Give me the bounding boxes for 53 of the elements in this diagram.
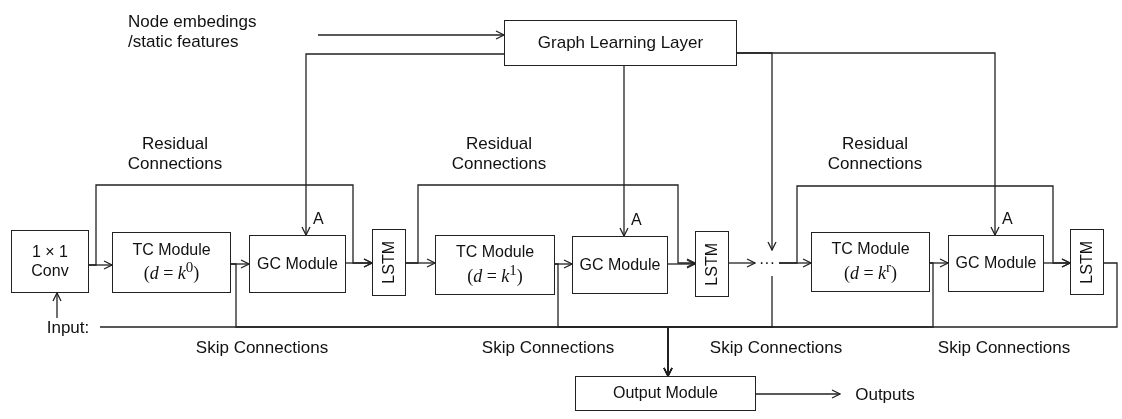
process-box (372, 229, 406, 296)
arrow (317, 30, 505, 40)
residual-label: Residual Connections (450, 134, 548, 175)
skip-label: Skip Connections (194, 338, 330, 359)
ellipsis-text: ··· (759, 253, 775, 273)
arrow (778, 185, 1071, 268)
arrow (88, 184, 373, 268)
arrow (619, 65, 629, 237)
arrow (755, 389, 841, 399)
box-label: Graph Learning Layer (537, 33, 704, 53)
edge-label: A (312, 211, 325, 227)
formula-text: (d = k$^{0}$) (143, 259, 200, 285)
box-label: TC Module (132, 240, 211, 260)
box-label: LSTM (702, 242, 721, 286)
process-box (435, 235, 555, 295)
box-label: GC Module (579, 255, 661, 275)
arrow (728, 258, 756, 268)
process-box (811, 232, 930, 292)
formula-text: (d = k$^{1}$) (467, 261, 523, 287)
edge-label: A (1001, 211, 1014, 227)
process-box (1070, 229, 1104, 295)
input-text: Node embedings /static features (128, 12, 258, 52)
skip-label: Skip Connections (708, 338, 844, 359)
output-text: Outputs (855, 385, 915, 405)
box-label: TC Module (831, 240, 910, 259)
box-label: GC Module (257, 254, 338, 274)
process-box (575, 376, 756, 411)
process-box (249, 235, 346, 293)
process-box (695, 231, 729, 297)
residual-label: Residual Connections (826, 134, 924, 175)
arrow (301, 53, 505, 236)
box-label: LSTM (379, 241, 398, 284)
skip-label: Skip Connections (480, 338, 616, 359)
input-text: Input: (46, 317, 90, 338)
skip-label: Skip Connections (936, 338, 1072, 359)
process-box (504, 20, 737, 66)
box-label: Output Module (613, 384, 718, 403)
box-label: LSTM (1077, 240, 1096, 284)
process-box (11, 230, 89, 293)
residual-label: Residual Connections (126, 134, 224, 175)
arrow (736, 52, 1000, 236)
arrow (52, 292, 62, 319)
process-box (112, 232, 231, 293)
box-label: 1 × 1 Conv (30, 243, 70, 280)
edge-label: A (630, 212, 643, 228)
arrow (667, 259, 696, 269)
box-label: GC Module (955, 254, 1037, 273)
process-box (948, 235, 1044, 292)
formula-text: (d = k$^{r}$) (843, 258, 898, 284)
box-label: TC Module (455, 243, 535, 262)
process-box (572, 236, 668, 294)
arrow (663, 262, 1118, 377)
arrow (405, 184, 696, 268)
